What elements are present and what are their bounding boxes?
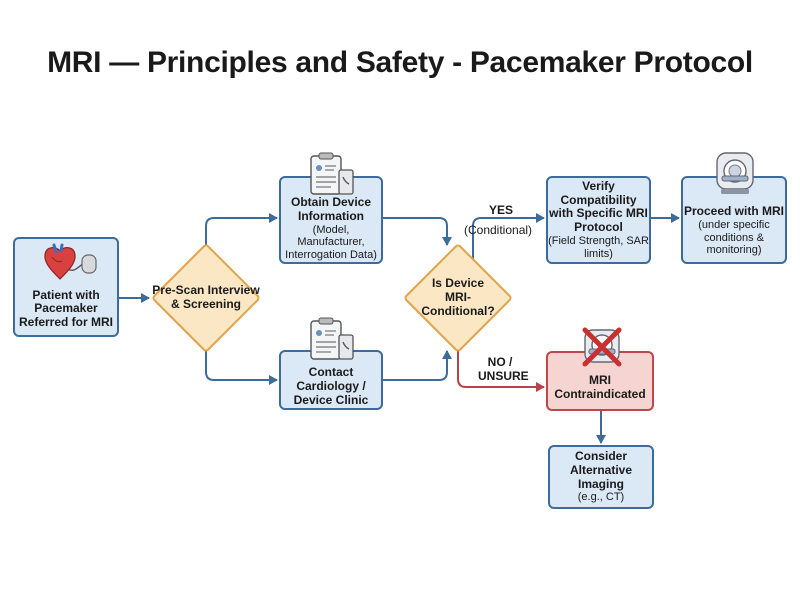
node-contraindicated: MRI Contraindicated	[546, 351, 654, 411]
node-alternative: Consider Alternative Imaging (e.g., CT)	[548, 445, 654, 509]
edge-decision-verify	[472, 213, 545, 272]
node-alt-sub: (e.g., CT)	[577, 491, 625, 504]
edge-prescan-contact	[205, 351, 278, 385]
edge-label-conditional: (Conditional)	[464, 223, 533, 237]
node-obtain: Obtain Device Information (Model, Manufa…	[279, 176, 383, 264]
mri-scanner-crossed-icon	[582, 327, 622, 367]
page-title: MRI — Principles and Safety - Pacemaker …	[47, 46, 753, 79]
edge-label-no-unsure: NO / UNSURE	[478, 355, 529, 383]
clipboard-phone-icon	[310, 317, 354, 360]
node-obtain-sub: (Model, Manufacturer, Interrogation Data…	[285, 223, 377, 262]
node-alt-title: Consider Alternative Imaging	[569, 448, 633, 491]
edge-prescan-obtain	[205, 213, 278, 245]
node-contact-title: Contact Cardiology / Device Clinic	[293, 365, 369, 407]
node-proceed-title: Proceed with MRI	[683, 204, 784, 219]
node-decision: Is Device MRI-Conditional?	[402, 242, 514, 354]
clipboard-phone-icon	[310, 152, 354, 195]
node-verify-title: Verify Compatibility with Specific MRI P…	[549, 178, 648, 235]
node-verify-sub: (Field Strength, SAR limits)	[548, 234, 649, 260]
edge-decision-contra	[457, 349, 545, 392]
node-contra-title: MRI Contraindicated	[554, 373, 646, 401]
node-obtain-title: Obtain Device Information	[290, 195, 372, 224]
edge-obtain-decision	[383, 217, 452, 246]
node-verify: Verify Compatibility with Specific MRI P…	[546, 176, 651, 264]
node-patient-title: Patient with Pacemaker Referred for MRI	[18, 287, 113, 330]
edge-label-yes: YES	[489, 203, 514, 217]
heart-pacemaker-icon	[44, 243, 97, 280]
mri-scanner-icon	[716, 152, 754, 194]
node-patient: Patient with Pacemaker Referred for MRI	[13, 237, 119, 337]
node-decision-title: Is Device MRI-Conditional?	[421, 276, 495, 318]
node-prescan-title: Pre-Scan Interview & Screening	[152, 283, 260, 311]
edge-contact-decision	[383, 350, 452, 381]
node-prescan: Pre-Scan Interview & Screening	[150, 242, 262, 354]
node-proceed-sub: (under specific conditions & monitoring)	[698, 218, 770, 257]
